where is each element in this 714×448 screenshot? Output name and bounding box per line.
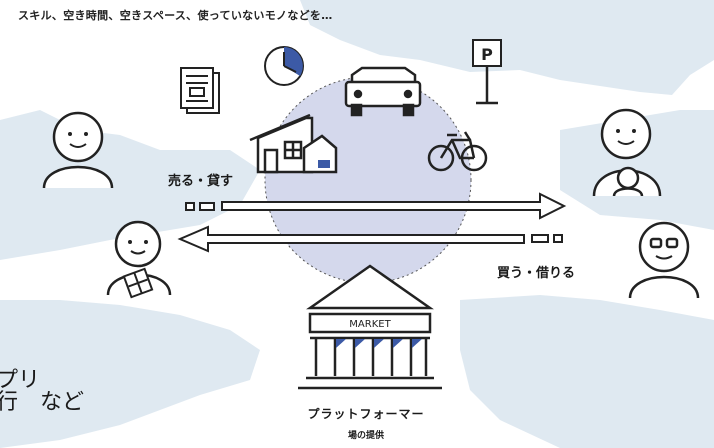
right-arrow <box>185 192 567 220</box>
sell-lend-label: 売る・貸す <box>168 174 234 189</box>
caption-text: スキル、空き時間、空きスペース、使っていないモノなどを… <box>18 9 333 22</box>
house-roof-accent <box>318 160 330 168</box>
person-smile <box>69 143 87 148</box>
left-edge-text-1: プリ <box>0 368 41 393</box>
center-circle <box>264 76 472 284</box>
left-edge-text-2: 行 など <box>0 390 85 415</box>
platform-subtitle: 場の提供 <box>347 431 384 441</box>
person-with-child-smile <box>617 140 635 145</box>
clock-icon <box>264 46 304 86</box>
left-arrow <box>177 225 563 253</box>
box-icon <box>122 267 154 299</box>
market-label: MARKET <box>349 319 391 330</box>
parking-sign-label: P <box>481 45 493 64</box>
market-building-icon <box>298 264 442 390</box>
platform-title: プラットフォーマー <box>307 407 425 421</box>
document-icon <box>180 67 220 114</box>
person-with-child-icon <box>592 108 662 197</box>
bicycle-icon <box>427 131 488 172</box>
buy-borrow-label: 買う・借りる <box>497 266 576 281</box>
person-with-glasses-icon <box>628 221 700 299</box>
person-with-box-icon <box>106 220 172 296</box>
person-icon <box>42 111 114 189</box>
person-with-box-face <box>128 240 148 244</box>
person-with-child-face <box>616 129 636 133</box>
market-column-accents <box>336 339 422 348</box>
house-icon <box>249 113 338 174</box>
person-with-glasses-smile <box>655 255 673 260</box>
car-icon <box>344 66 422 117</box>
parking-sign-icon <box>472 39 502 105</box>
person-with-box-smile <box>130 250 146 255</box>
person-face <box>68 132 88 136</box>
